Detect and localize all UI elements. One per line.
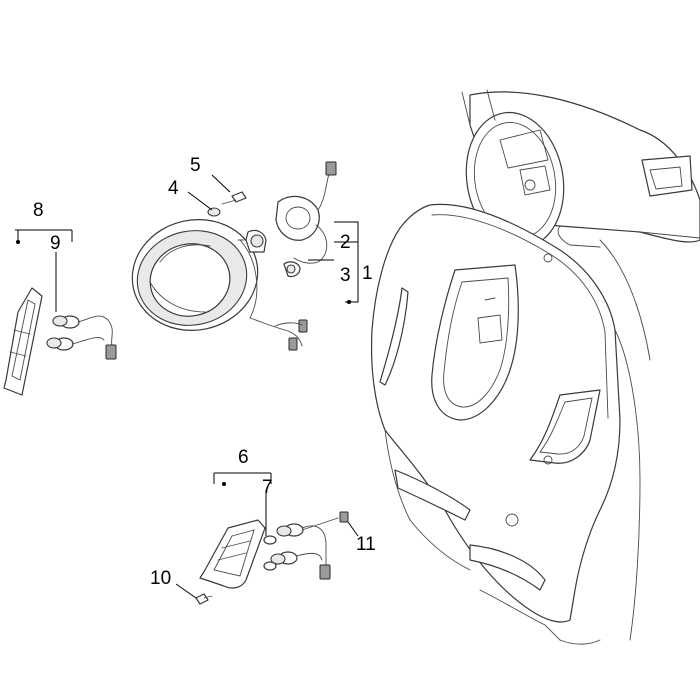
- headlight-assembly: [131, 161, 337, 351]
- leader-lines: [15, 174, 359, 599]
- scooter-front-shield: [370, 89, 700, 645]
- callout-5: 5: [190, 155, 201, 176]
- callout-2: 2: [340, 232, 351, 253]
- callout-11: 11: [356, 534, 376, 555]
- callout-10: 10: [150, 568, 171, 589]
- callout-7: 7: [262, 477, 273, 498]
- callout-9: 9: [50, 233, 61, 254]
- instrument-box: [641, 155, 693, 197]
- callout-labels: 1 2 3 4 5 6 7 8 9 10 11: [33, 155, 376, 589]
- callout-4: 4: [168, 178, 179, 199]
- callout-6: 6: [238, 447, 249, 468]
- callout-1: 1: [362, 263, 373, 284]
- callout-8: 8: [33, 200, 44, 221]
- left-turn-signal: [3, 287, 117, 396]
- callout-3: 3: [340, 265, 351, 286]
- right-turn-signal: [195, 511, 349, 605]
